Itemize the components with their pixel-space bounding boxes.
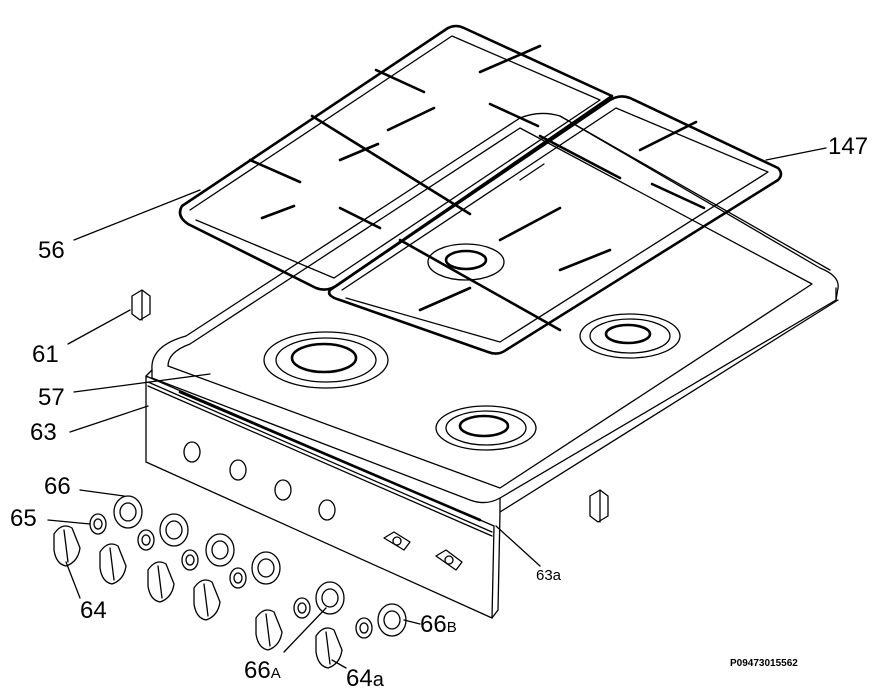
leader-56 [73, 189, 201, 241]
label-64: 64 [80, 597, 107, 624]
bezel-66a [315, 581, 345, 615]
label-66: 66 [44, 473, 71, 500]
pan-support-grid-left [178, 24, 614, 291]
bezel [205, 533, 235, 567]
knob-64a [315, 627, 343, 669]
leader-66a [283, 607, 327, 653]
knob [255, 609, 283, 651]
label-56: 56 [38, 237, 65, 264]
control-hole [183, 441, 201, 463]
hob-top-plate [151, 112, 839, 513]
burner-back-left [427, 243, 505, 281]
leader-66b [403, 619, 421, 625]
label-66b: 66B [420, 611, 457, 638]
label-147: 147 [828, 133, 868, 160]
label-63: 63 [30, 419, 57, 446]
control-hole [229, 459, 247, 481]
knob [147, 561, 175, 603]
adapter [229, 567, 247, 589]
reference-code: P09473015562 [730, 658, 798, 669]
leader-57 [73, 373, 211, 393]
clip-61 [131, 289, 151, 321]
burner-front-left [263, 331, 389, 389]
control-hole [274, 479, 292, 501]
label-57: 57 [38, 384, 65, 411]
clip-right [589, 489, 609, 523]
adapter [137, 529, 155, 551]
pan-support-grid-right [327, 95, 783, 355]
burner-front-right [435, 405, 537, 451]
ignition-switch [383, 531, 411, 551]
leader-65 [47, 519, 91, 525]
label-66a: 66A [244, 657, 281, 684]
ignition-switch [435, 549, 463, 571]
knob-64 [53, 525, 81, 567]
burner-back-right [579, 313, 681, 359]
leader-63 [69, 405, 149, 433]
label-61: 61 [32, 341, 59, 368]
label-65: 65 [10, 505, 37, 532]
leader-63a [495, 525, 541, 567]
knob [99, 543, 127, 585]
control-hole [318, 499, 336, 521]
leader-64 [65, 561, 81, 599]
control-panel [145, 369, 501, 619]
label-63a: 63a [536, 567, 562, 584]
leader-66 [79, 489, 125, 497]
knob [193, 579, 221, 621]
adapter [181, 549, 199, 571]
bezel-66 [113, 495, 143, 529]
adapter [293, 597, 311, 619]
part-labels: 147 56 61 57 63 66 65 64 63a 66B 66A 64a… [10, 133, 868, 692]
leader-lines [47, 147, 827, 669]
bezel [159, 513, 189, 547]
adapter [355, 617, 373, 639]
leader-64a [331, 659, 347, 669]
adapter-65 [89, 513, 107, 535]
leader-147 [765, 147, 827, 161]
bezel [251, 551, 281, 585]
bezel-66b [377, 603, 407, 637]
leader-61 [67, 309, 131, 345]
label-64a: 64a [346, 665, 385, 692]
